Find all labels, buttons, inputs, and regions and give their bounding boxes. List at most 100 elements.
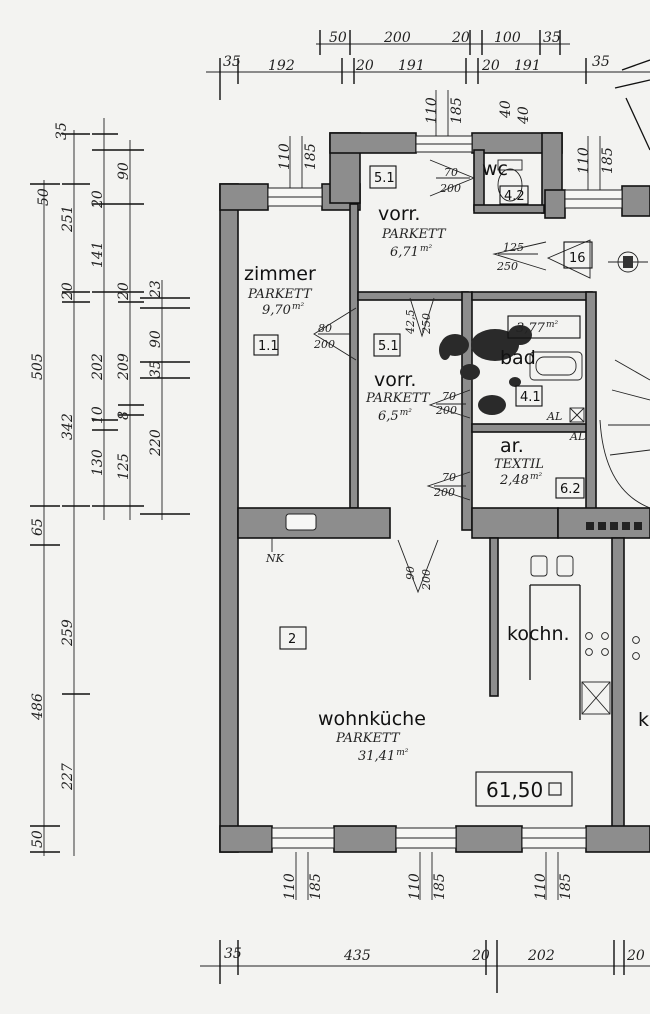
room-vorr-mid-floor: PARKETT [365,391,431,406]
room-vorr-top-name: vorr. [378,203,420,225]
dim-left-far-1: 90 [148,330,164,348]
room-vorr-mid-name: vorr. [374,369,416,391]
dim-left-outer-2: 486 [30,693,46,721]
dim-bottom-1: 435 [343,948,371,964]
dim-top2-2: 20 [355,58,374,74]
ink-blot [439,325,532,415]
dim-top2-1: 192 [268,58,295,74]
dimension-top-row1: 50 200 20 100 35 [316,30,570,55]
room-bad-code: 4.1 [520,390,541,405]
window-w4-a: 110 [282,873,298,900]
dim-left-mid-1: 251 [60,205,76,233]
room-ar: ar. TEXTIL 2,48m² 6.2 [494,435,585,499]
door-bad-a-w: 42,5 [404,310,417,336]
room-wohnkueche-area: 31,41m² [358,748,409,764]
door-kitchen-w: 90 [404,566,417,580]
dimension-bottom: 35 435 20 202 20 [200,940,650,993]
dim-top2-5: 191 [514,58,541,74]
room-bad-area: 3,77m² [516,320,558,336]
dim-top2-6: 35 [592,54,610,70]
room-zimmer-floor: PARKETT [247,287,313,302]
room-zimmer-area: 9,70m² [262,302,304,318]
room-vorr-top-code: 5.1 [374,171,395,186]
stair-number: 16 [569,251,586,266]
door-ar-w: 70 [442,471,456,484]
dim-left-outer-1: 65 [30,518,46,536]
dim-left-right-3: 8 [116,411,132,420]
room-vorr-top-area: 6,71m² [390,244,432,260]
dim-bottom-4: 20 [626,948,645,964]
door-bad-b-w: 70 [442,390,456,403]
door-vorrtop-h: 250 [496,260,518,273]
dim-left-far-2: 35 [148,360,164,378]
room-wohnkueche: 2 wohnküche PARKETT 31,41m² [279,626,426,764]
room-ar-area: 2,48m² [499,472,542,488]
room-wc-name: wc [482,158,508,180]
dim-left-far-3: 220 [148,429,164,457]
dim-left-outer-0: 505 [30,353,46,380]
dim-top2-0: 35 [223,54,241,70]
al-mark-2: AL [569,430,585,443]
room-vorr-mid-area: 6,5m² [378,408,412,424]
door-symbols: 70 200 125 250 80 200 42,5 250 70 200 70… [313,159,547,594]
dim-left-mid-5: 227 [60,763,76,791]
window-w2-b: 185 [449,97,465,124]
dim-top1-0: 50 [329,30,347,46]
room-ar-floor: TEXTIL [494,457,544,472]
dim-left-mid-4: 259 [60,619,76,647]
room-zimmer-name: zimmer [244,263,316,285]
dim-left-inner-2: 141 [90,241,106,268]
total-area-box: 61,50 [475,771,573,807]
dim-left-far-0: 23 [148,280,164,299]
window-w6-b: 185 [558,873,574,900]
al-mark-1: AL [546,410,562,423]
dim-left-mid-0: 50 [36,188,52,206]
window-w7-b: 40 [516,106,532,125]
door-vorrmid-h: 200 [313,338,335,351]
dim-left-right-0: 90 [116,162,132,180]
dim-left-mid-3: 342 [60,413,76,440]
window-w5-a: 110 [407,873,423,900]
room-vorr-top-floor: PARKETT [381,227,447,242]
window-w3-b: 185 [600,147,616,174]
dim-top2-4: 20 [481,58,500,74]
dim-left-outer-3: 50 [30,830,46,848]
door-bad-a-h: 250 [420,313,433,335]
room-wohnkueche-code: 2 [288,632,296,647]
window-w1-a: 110 [277,143,293,170]
room-ar-name: ar. [500,435,524,457]
total-area: 61,50 [486,778,543,802]
fixtures [439,59,650,720]
door-bad-b-h: 200 [435,404,457,417]
dim-left-inner-3: 202 [90,353,106,381]
room-bad: 3,77m² bad 4.1 [500,315,581,407]
window-w7-a: 40 [498,100,514,119]
room-ar-code: 6.2 [560,482,581,497]
room-wc-code: 4.2 [504,189,525,204]
dim-left-right-2: 209 [116,353,132,381]
window-w2-a: 110 [424,97,440,124]
dim-left-right-4: 125 [116,453,132,480]
room-vorr-top: 5.1 vorr. PARKETT 6,71m² [369,165,447,260]
windows [267,135,623,849]
dimension-left: 505 65 486 50 50 251 20 342 259 227 35 2… [30,118,190,856]
room-zimmer: zimmer PARKETT 9,70m² 1.1 [244,263,316,356]
window-w4-b: 185 [308,873,324,900]
dim-left-inner-1: 20 [90,190,106,209]
window-w3-a: 110 [576,147,592,174]
room-bad-name: bad [500,347,536,369]
room-wohnkueche-name: wohnküche [318,708,426,730]
dim-left-inner-5: 130 [90,449,106,476]
door-ar-h: 200 [433,486,455,499]
room-wc: wc 4.2 [482,158,529,205]
dim-bottom-3: 202 [527,948,555,964]
dim-top2-3: 191 [398,58,425,74]
window-w1-b: 185 [303,143,319,170]
room-kochn-name: kochn. [507,623,570,645]
door-vorrmid-w: 80 [318,322,332,335]
door-vorrtop-w: 125 [503,241,524,254]
room-k-name: k [638,709,649,731]
dim-top1-1: 200 [383,30,411,46]
window-w6-a: 110 [533,873,549,900]
